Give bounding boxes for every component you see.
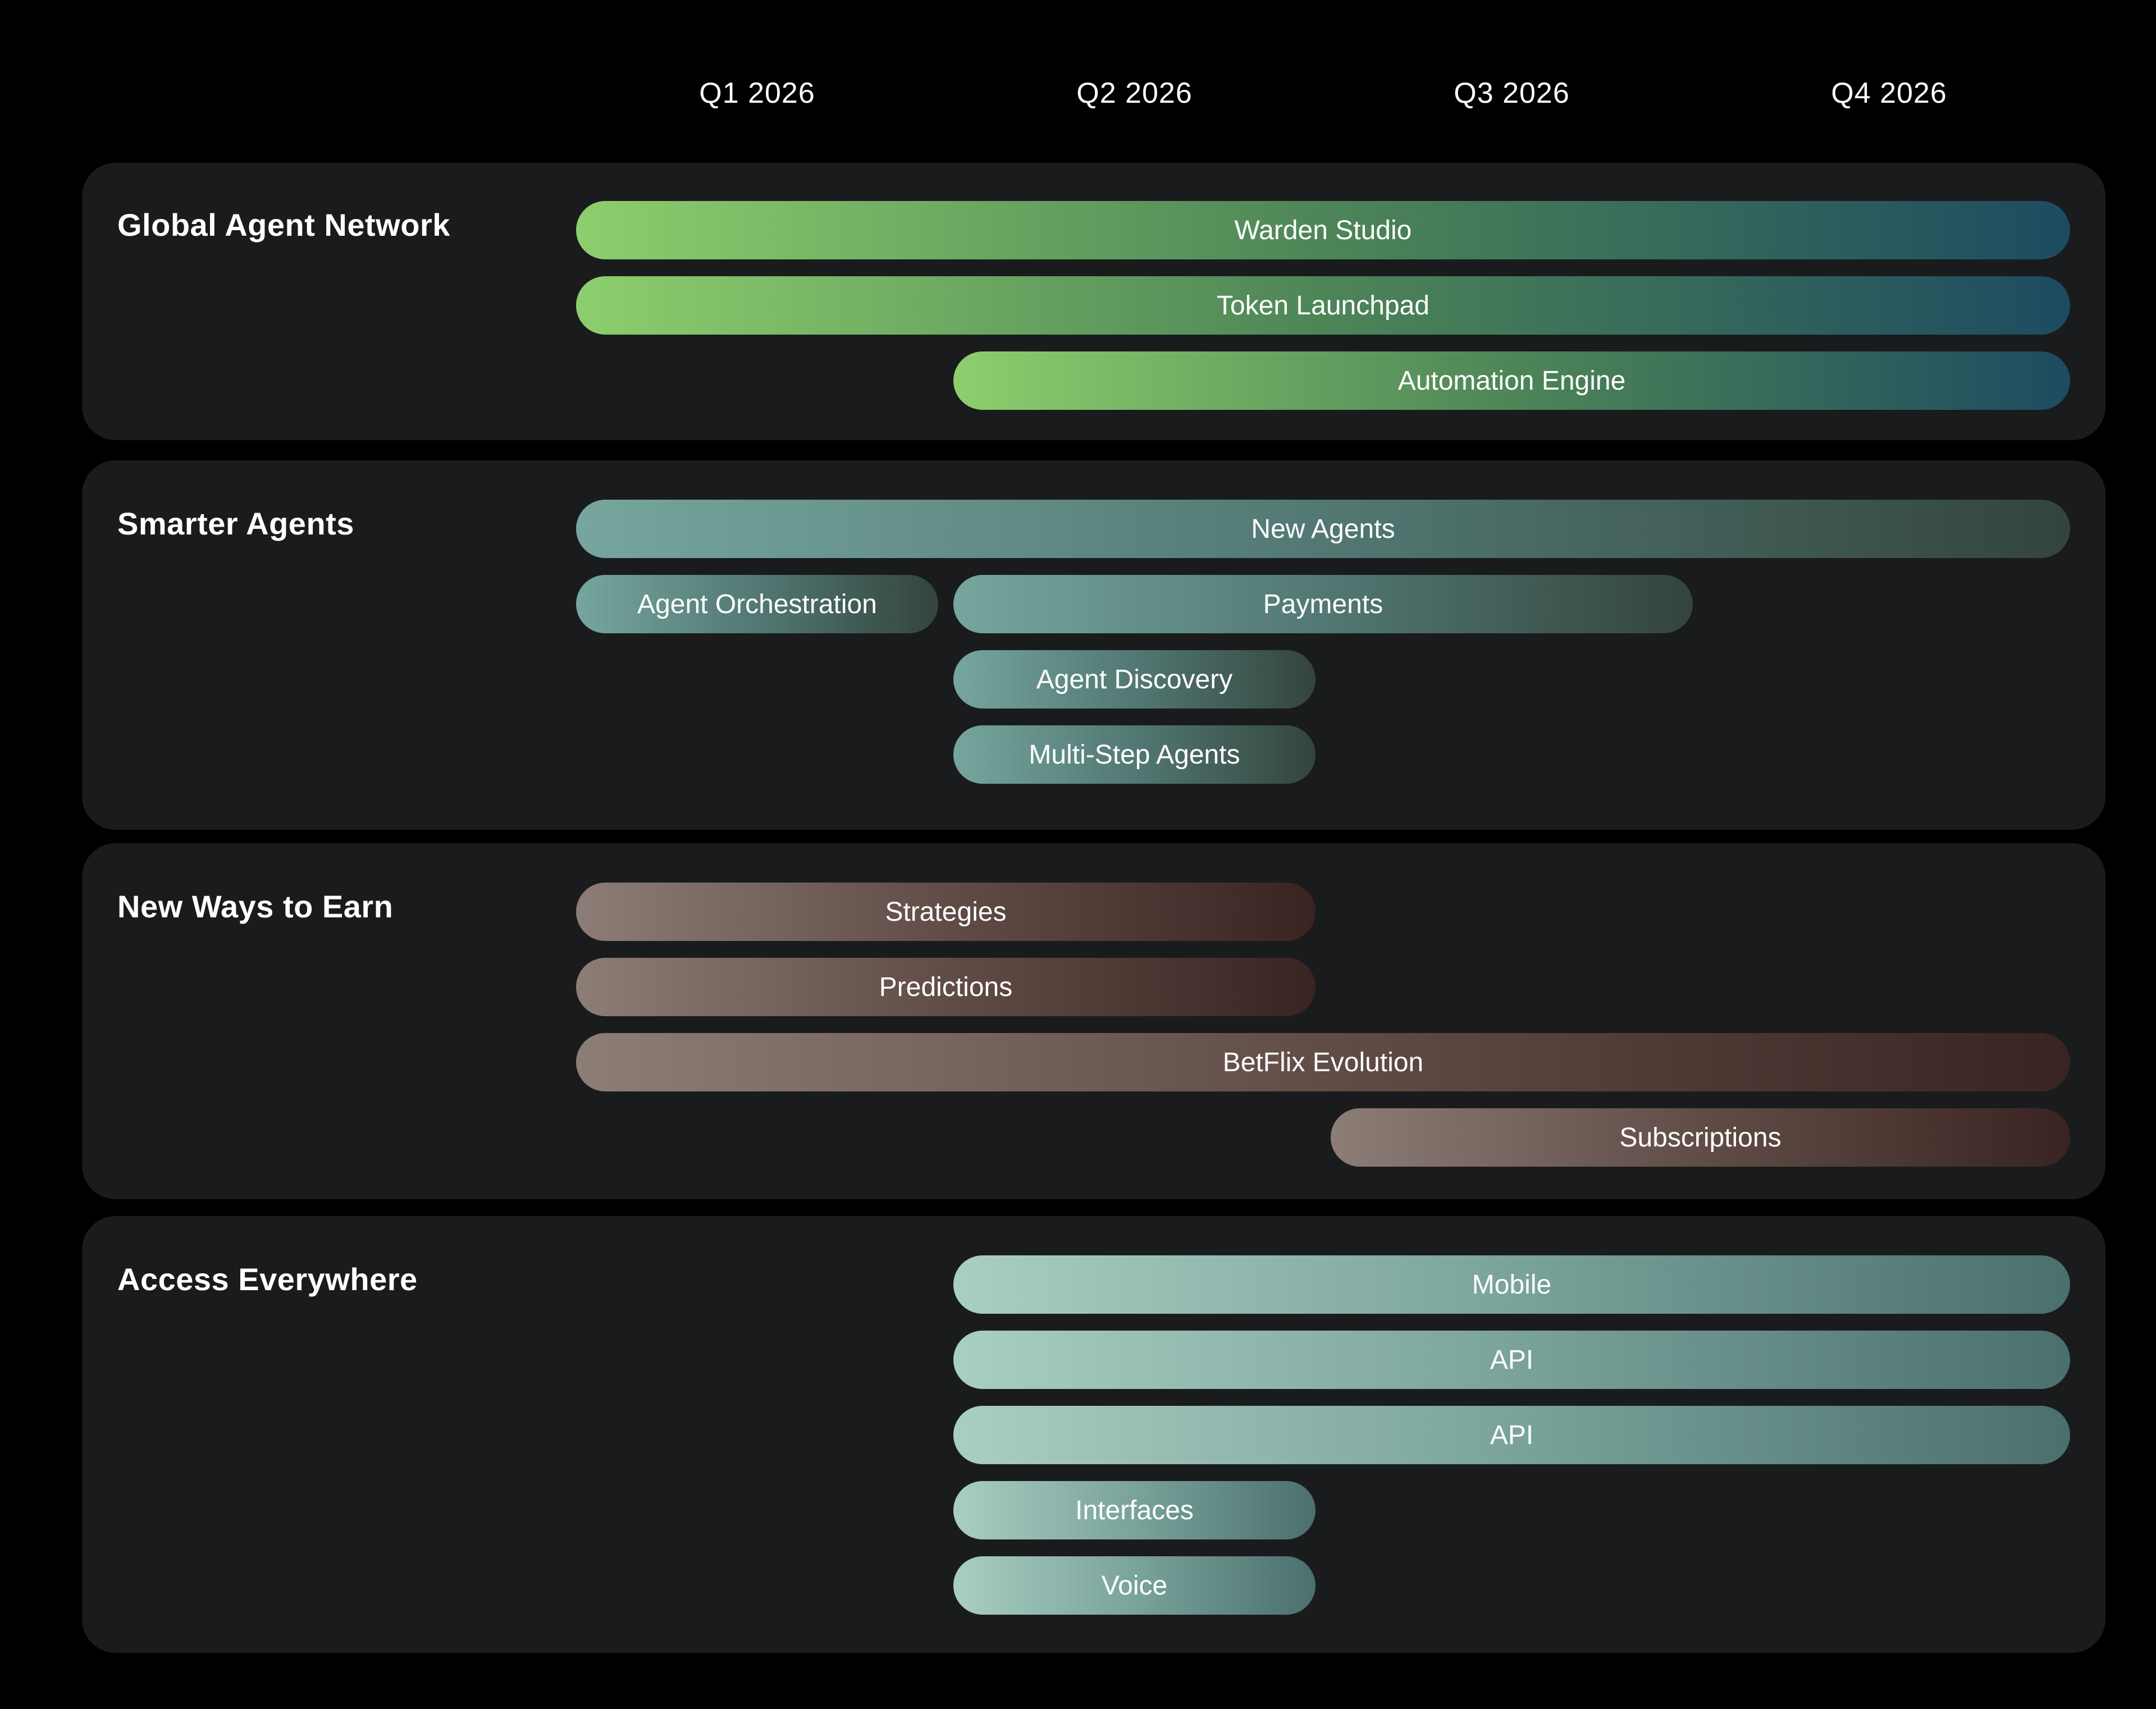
bar-label: Payments xyxy=(1263,589,1383,619)
section-title: New Ways to Earn xyxy=(117,889,394,924)
roadmap-bar: BetFlix Evolution xyxy=(576,1033,2070,1091)
bar-label: Agent Orchestration xyxy=(637,589,877,619)
roadmap-bar: New Agents xyxy=(576,500,2070,558)
axis-tick-label: Q3 2026 xyxy=(1454,77,1570,109)
bar-label: API xyxy=(1490,1345,1534,1375)
roadmap-bar: Interfaces xyxy=(953,1481,1315,1539)
roadmap-bar: Agent Orchestration xyxy=(576,575,938,633)
roadmap-bar: Payments xyxy=(953,575,1693,633)
roadmap-bar: API xyxy=(953,1331,2070,1389)
bar-label: BetFlix Evolution xyxy=(1222,1047,1424,1077)
roadmap-bar: Strategies xyxy=(576,883,1315,941)
bar-label: Interfaces xyxy=(1075,1495,1194,1525)
roadmap-bar: Automation Engine xyxy=(953,351,2070,410)
bar-label: Multi-Step Agents xyxy=(1029,739,1240,770)
roadmap-bar: Mobile xyxy=(953,1255,2070,1314)
bar-label: New Agents xyxy=(1251,514,1395,544)
bar-label: Strategies xyxy=(885,897,1007,927)
roadmap-bar: API xyxy=(953,1406,2070,1464)
axis-tick-label: Q2 2026 xyxy=(1076,77,1193,109)
roadmap-bar: Multi-Step Agents xyxy=(953,725,1315,784)
axis-tick-label: Q1 2026 xyxy=(699,77,815,109)
bar-label: Subscriptions xyxy=(1619,1122,1782,1153)
section-title: Access Everywhere xyxy=(117,1262,418,1297)
roadmap-bar: Predictions xyxy=(576,958,1315,1016)
roadmap-bar: Token Launchpad xyxy=(576,276,2070,335)
bar-label: Voice xyxy=(1101,1570,1168,1601)
bar-label: Predictions xyxy=(879,972,1013,1002)
bar-label: Warden Studio xyxy=(1234,215,1412,245)
bar-label: API xyxy=(1490,1420,1534,1450)
bar-label: Token Launchpad xyxy=(1217,290,1429,321)
bar-label: Agent Discovery xyxy=(1036,664,1233,694)
roadmap-bar: Warden Studio xyxy=(576,201,2070,259)
roadmap-bar: Agent Discovery xyxy=(953,650,1315,709)
bar-label: Automation Engine xyxy=(1397,365,1626,396)
roadmap-bar: Voice xyxy=(953,1556,1315,1615)
roadmap-bar: Subscriptions xyxy=(1331,1108,2070,1167)
section-title: Global Agent Network xyxy=(117,207,450,243)
section-title: Smarter Agents xyxy=(117,506,354,541)
axis-tick-label: Q4 2026 xyxy=(1831,77,1947,109)
bar-label: Mobile xyxy=(1472,1269,1552,1300)
